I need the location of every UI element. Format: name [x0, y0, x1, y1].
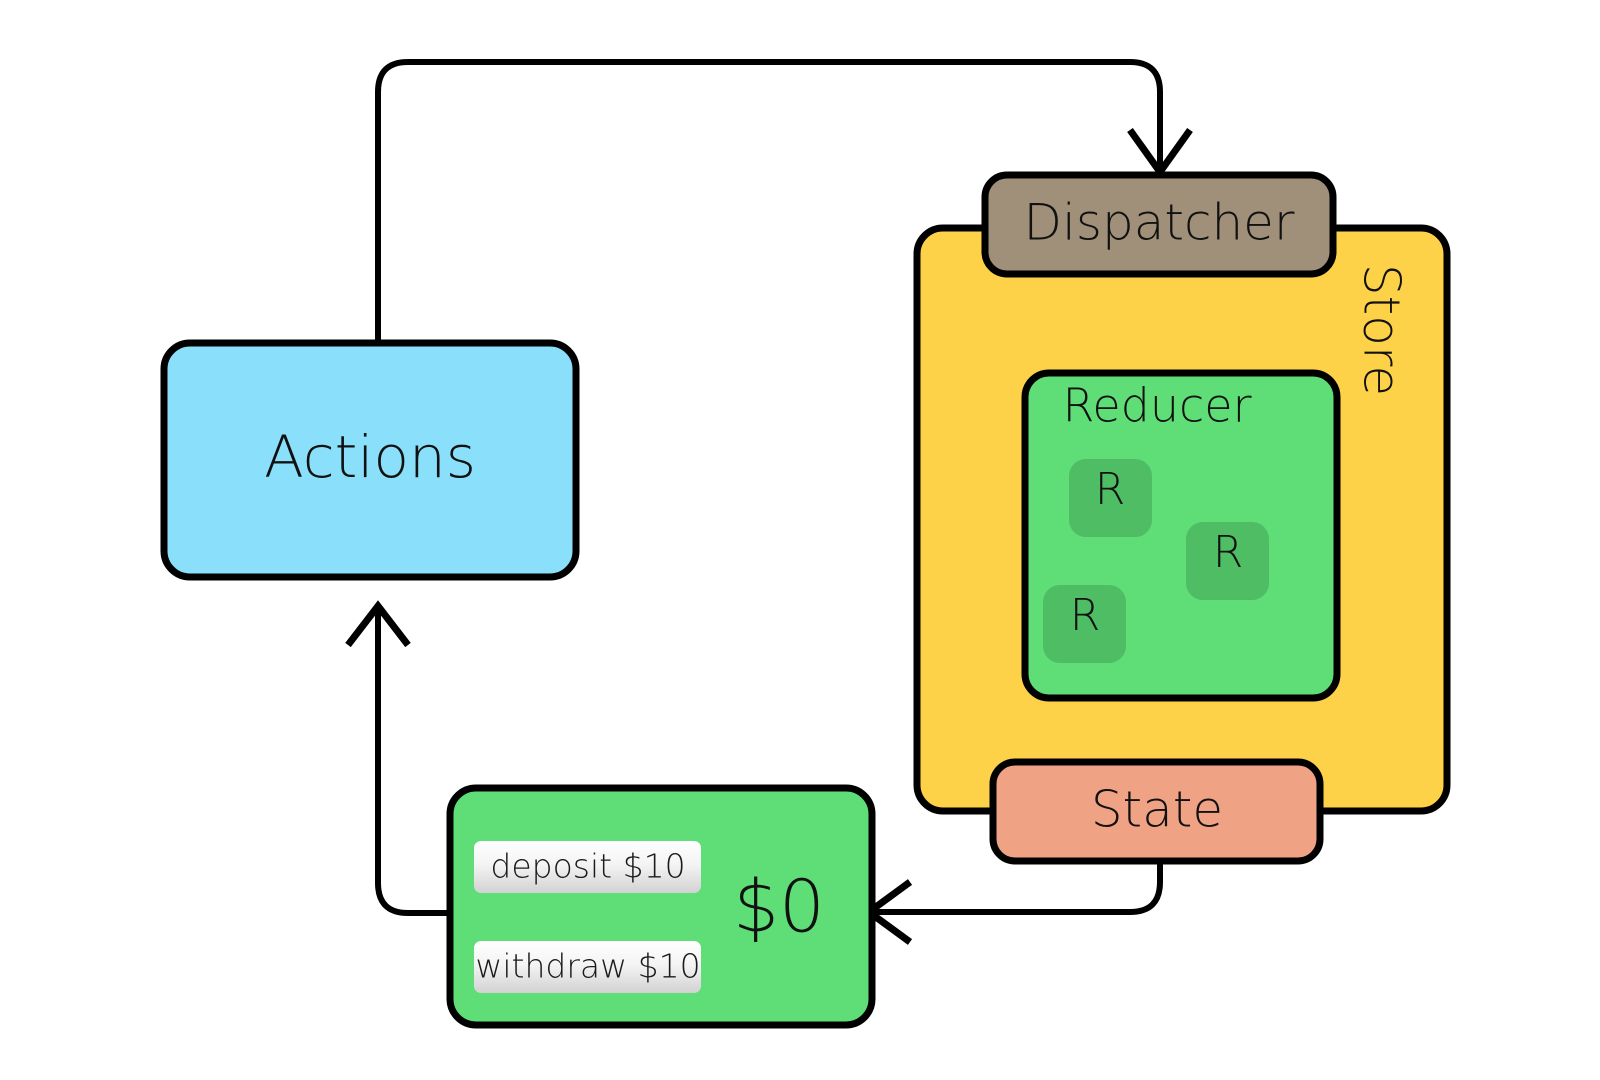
actions-rect: [160, 339, 580, 581]
deposit-button-label: deposit $10: [490, 847, 685, 886]
dispatcher-rect: [981, 171, 1337, 278]
reducer-child-3[interactable]: R: [1043, 585, 1126, 663]
withdraw-button[interactable]: withdraw $10: [474, 941, 701, 993]
reducer-child-1[interactable]: R: [1069, 459, 1152, 537]
edge-ui-to-actions: [345, 600, 450, 916]
actions-node[interactable]: Actions: [160, 339, 580, 581]
store-label: Store: [1353, 264, 1411, 396]
actions-label: Actions: [264, 423, 476, 491]
state-rect: [989, 758, 1324, 865]
reducer-child-label: R: [1213, 527, 1244, 578]
withdraw-button-bg: [474, 941, 701, 993]
state-node[interactable]: State: [989, 758, 1324, 865]
reducer-child-rect: [1069, 459, 1152, 537]
reducer-label: Reducer: [1062, 379, 1251, 433]
reducer-child-label: R: [1070, 590, 1101, 641]
dispatcher-node[interactable]: Dispatcher: [981, 171, 1337, 278]
ui-panel[interactable]: deposit $10 withdraw $10 $0: [446, 784, 876, 1029]
deposit-button[interactable]: deposit $10: [474, 841, 701, 893]
reducer-child-rect: [1186, 522, 1269, 600]
reducer-child-rect: [1043, 585, 1126, 663]
dispatcher-label: Dispatcher: [1024, 194, 1295, 252]
reducer-node[interactable]: Reducer R R R: [1021, 369, 1341, 702]
reducer-child-2[interactable]: R: [1186, 522, 1269, 600]
state-label: State: [1091, 781, 1223, 839]
balance-display: $0: [733, 865, 825, 949]
deposit-button-bg: [474, 841, 701, 893]
reducer-child-label: R: [1095, 464, 1126, 515]
withdraw-button-label: withdraw $10: [475, 947, 700, 986]
